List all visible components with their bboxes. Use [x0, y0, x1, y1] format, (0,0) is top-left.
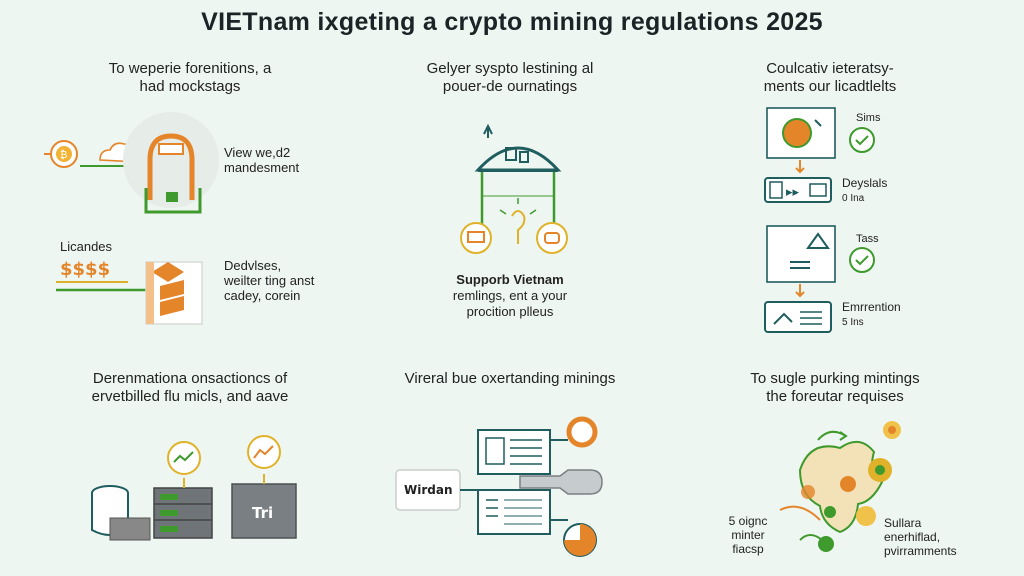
svg-text:$$$$: $$$$	[60, 259, 110, 280]
page-title: VIETnam ixgeting a crypto mining regulat…	[201, 8, 823, 36]
mining-box-label: Tri	[252, 504, 273, 522]
panel3-item-1-label: Sims	[856, 112, 881, 124]
panel3-item-3-label: Tass	[856, 233, 879, 245]
panel1-license-label: Licandes	[60, 239, 113, 254]
panel5-heading: Vireral bue oxertanding minings	[404, 370, 616, 387]
devices-box-icon	[145, 261, 203, 325]
document-card-1	[477, 429, 551, 475]
document-card-2	[477, 489, 551, 535]
svg-text:₿: ₿	[60, 149, 67, 161]
step-card-2: ▸▸	[764, 177, 832, 203]
lifebuoy-icon	[566, 416, 598, 448]
pie-icon	[563, 523, 597, 557]
label-card: Wirdan	[395, 469, 461, 511]
gate-dome-icon	[123, 112, 219, 214]
key-icon	[519, 469, 603, 495]
coin-icon: ₿	[50, 140, 78, 168]
step-card-4	[764, 301, 832, 333]
vietnam-map-icon	[779, 421, 901, 552]
license-coins-icon: $$$$	[56, 259, 150, 292]
server-rack-icon	[153, 441, 213, 539]
panel2-support: Supporb Vietnam remlings, ent a your pro…	[452, 272, 568, 319]
step-card-3	[766, 225, 875, 283]
label-card-text: Wirdan	[404, 483, 453, 497]
svg-text:▸▸: ▸▸	[786, 185, 800, 200]
panel3-heading: Coulcativ ieteratsy-ments our licadtlelt…	[763, 60, 897, 95]
mining-box-icon: Tri	[231, 435, 297, 539]
step-card-1	[766, 107, 875, 159]
house-network-icon	[460, 123, 568, 254]
database-icon	[91, 485, 151, 541]
